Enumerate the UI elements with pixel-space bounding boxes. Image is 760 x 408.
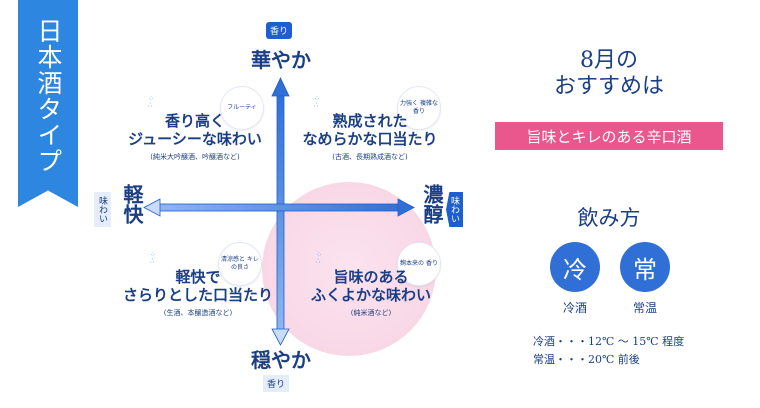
quadrant-note: (生酒、本醸造酒など) xyxy=(163,309,233,317)
room-temp-icon: 常 xyxy=(620,242,670,292)
recommend-highlight: 旨味とキレのある辛口酒 xyxy=(495,122,723,150)
recommend-line2: おすすめは xyxy=(553,74,664,99)
quadrant-top-left: 香り高く ジューシーな味わい (純米大吟醸酒、吟醸酒など) xyxy=(120,112,270,162)
serving-title: 飲み方 xyxy=(577,206,641,230)
room-temp-caption: 常温 xyxy=(632,301,657,315)
sparkle-icon: ⁘∴ xyxy=(150,251,157,265)
bottom-axis-label: 穏やか xyxy=(251,348,311,372)
quadrant-title-line1: 香り高く xyxy=(164,112,225,130)
quadrant-title-line1: 熟成された xyxy=(332,112,408,130)
quadrant-note: (純米大吟醸酒、吟醸酒など) xyxy=(150,153,240,161)
quadrant-top-right: 熟成された なめらかな口当たり (古酒、長期熟成酒など) xyxy=(288,112,452,162)
sparkle-icon: ⁘∴ xyxy=(316,251,323,265)
cold-temp-range: 冷酒・・・12℃ 〜 15℃ 程度 xyxy=(533,335,685,348)
sparkle-icon: ⁘∴ xyxy=(148,95,155,109)
recommend-heading: 8月の おすすめは xyxy=(495,48,723,100)
crisp-bubble: 清涼感と キレの良さ xyxy=(218,242,262,286)
sparkle-icon: ⁘∴ xyxy=(314,95,321,109)
quadrant-note: (古酒、長期熟成酒など) xyxy=(332,153,408,161)
quadrant-title-line1: 旨味のある xyxy=(333,268,409,286)
top-axis-label: 華やか xyxy=(251,48,311,72)
cold-sake-caption: 冷酒 xyxy=(562,301,587,315)
fruity-bubble: フルーティ xyxy=(220,86,264,130)
recommend-line1: 8月の xyxy=(580,48,638,73)
quadrant-note: (純米酒など) xyxy=(350,309,392,317)
right-taste-tag: 味わい xyxy=(446,192,463,227)
quadrant-title-line2: ジューシーな味わい xyxy=(128,130,262,148)
room-temp-range: 常温・・・20℃ 前後 xyxy=(533,353,640,366)
banner-title: 日本酒タイプ xyxy=(34,18,63,174)
type-banner xyxy=(18,0,78,207)
complex-aroma-bubble: 力強く 複雑な香り xyxy=(397,86,441,130)
left-axis-label: 軽快 xyxy=(120,184,144,224)
quadrant-title-line1: 軽快で xyxy=(175,268,221,286)
bottom-aroma-tag: 香り xyxy=(263,375,290,392)
quadrant-title-line2: さらりとした口当たり xyxy=(122,286,273,304)
quadrant-title-line2: なめらかな口当たり xyxy=(302,130,438,148)
vertical-axis-arrow xyxy=(271,77,290,346)
cold-sake-icon: 冷 xyxy=(550,242,600,292)
quadrant-title-line2: ふくよかな味わい xyxy=(310,286,431,304)
koji-aroma-bubble: 麹本来の 香り xyxy=(397,242,441,286)
quadrant-bottom-left: 軽快で さらりとした口当たり (生酒、本醸造酒など) xyxy=(118,268,278,318)
left-taste-tag: 味わい xyxy=(94,192,111,227)
horizontal-axis-arrow xyxy=(143,198,415,217)
quadrant-bottom-right: 旨味のある ふくよかな味わい (純米酒など) xyxy=(296,268,446,318)
top-aroma-tag: 香り xyxy=(266,22,293,39)
right-axis-label: 濃醇 xyxy=(420,184,444,224)
